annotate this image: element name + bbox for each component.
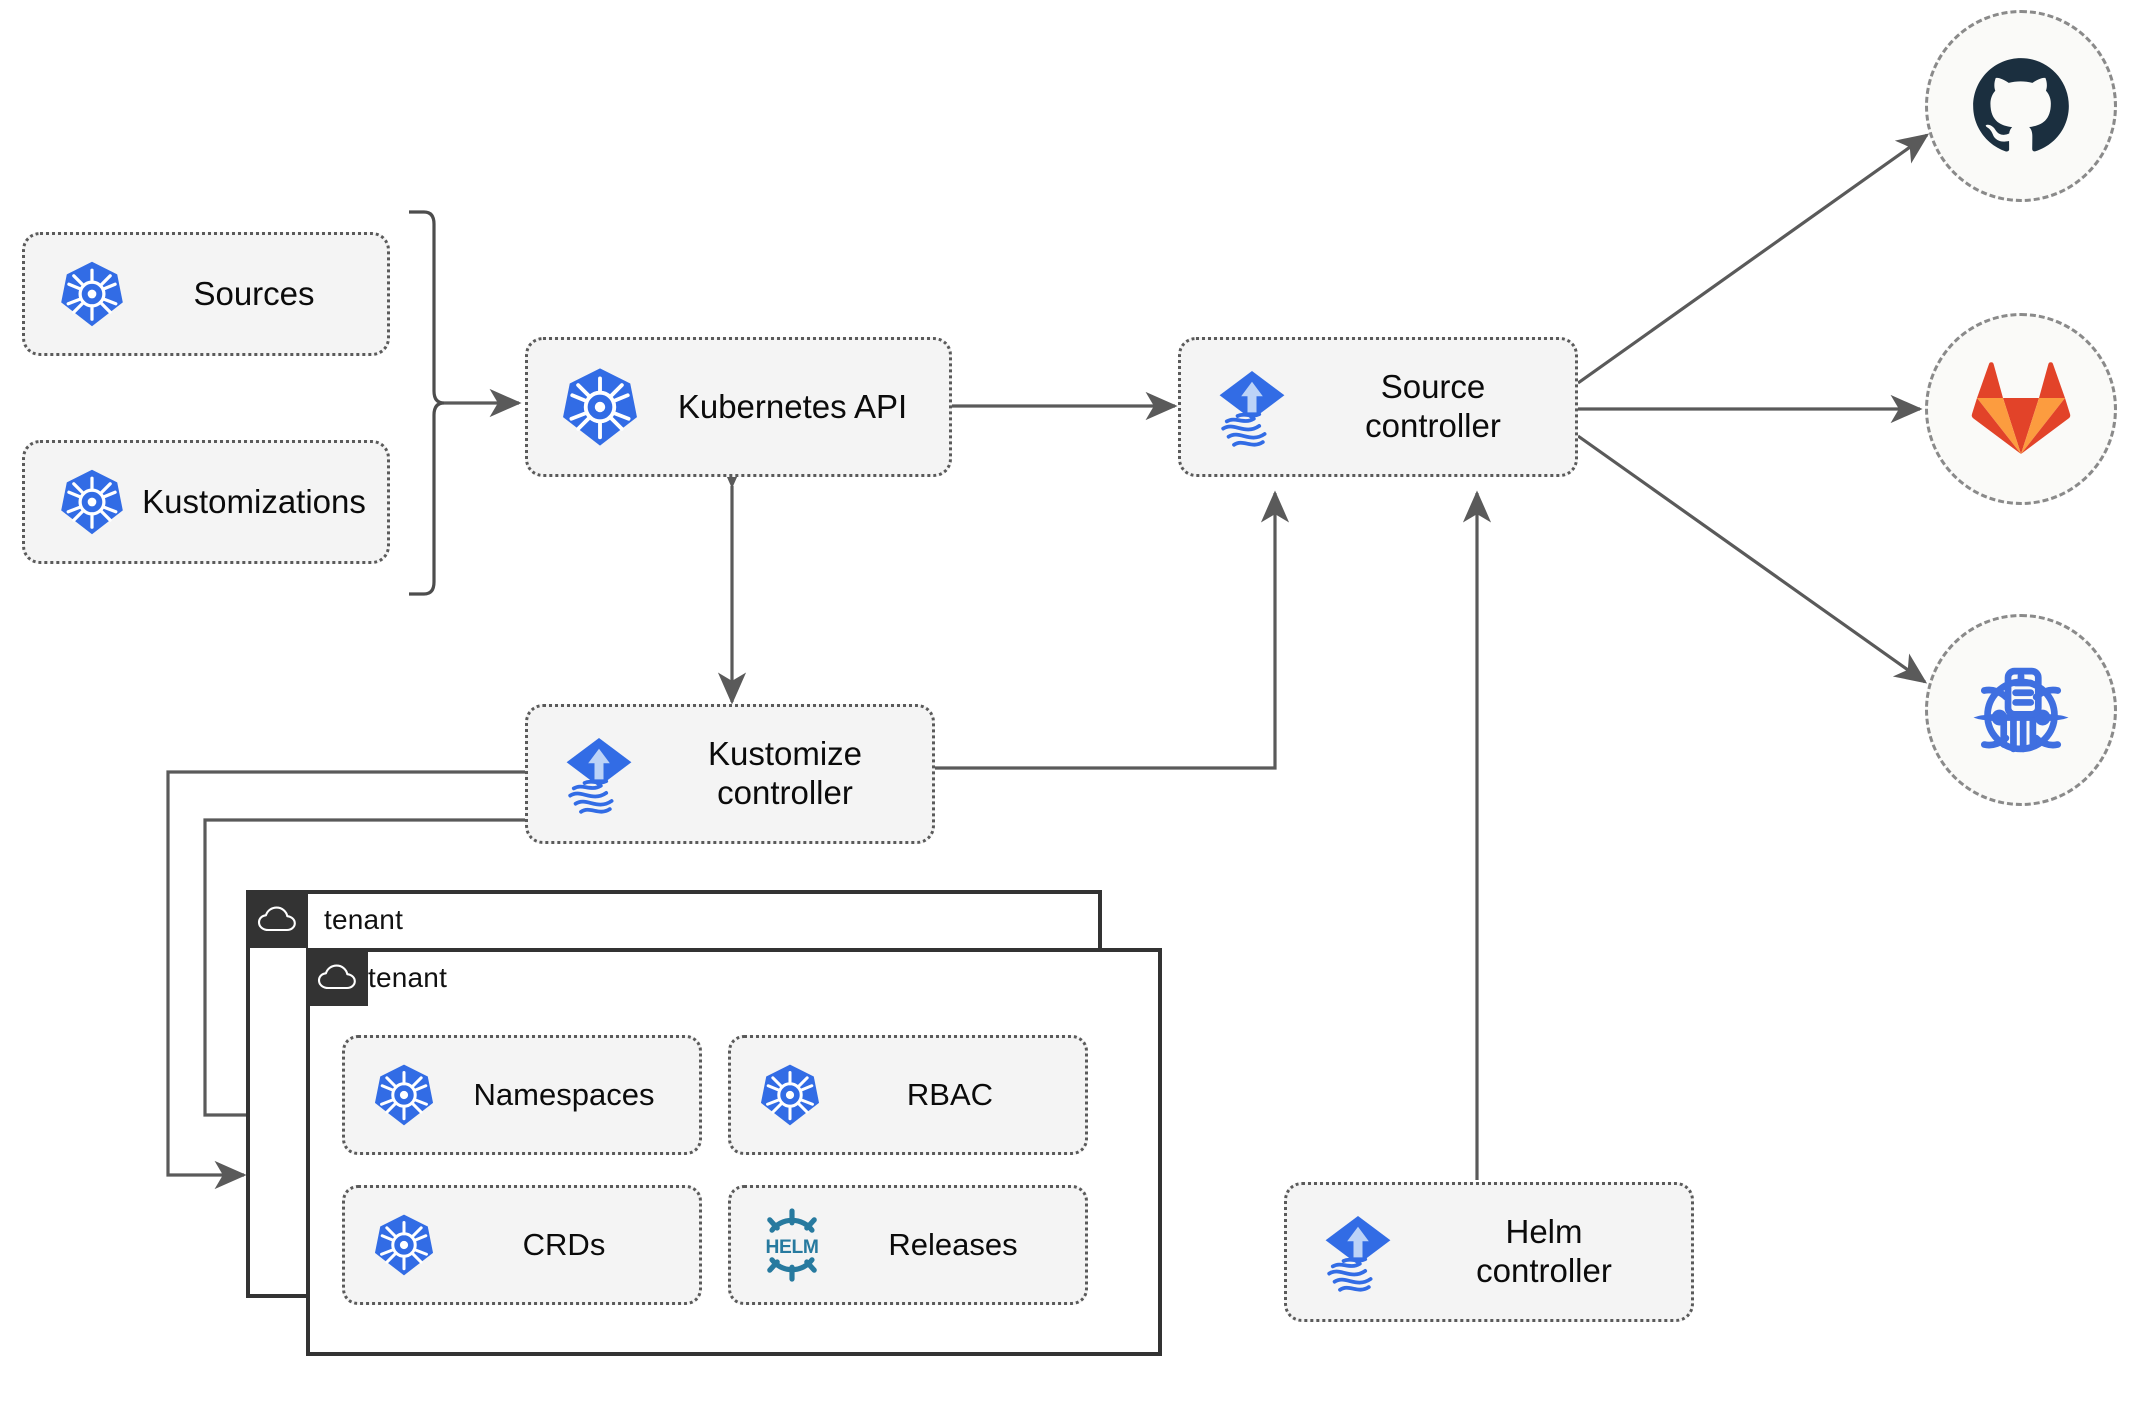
kubernetes-icon [371, 1062, 437, 1128]
tenant-front-tab [306, 948, 368, 1006]
edge-source-to-github [1577, 133, 1930, 385]
flux-icon [554, 729, 644, 819]
tenant-resource-namespaces[interactable]: Namespaces [342, 1035, 702, 1155]
tenant-resource-label: Namespaces [473, 1077, 655, 1112]
inputs-bracket [409, 210, 445, 596]
tenant-resource-label: Releases [888, 1227, 1018, 1262]
input-label: Kustomizations [142, 482, 366, 520]
node-label: Kubernetes API [677, 387, 908, 425]
tenant-resource-releases[interactable]: HELM Releases [728, 1185, 1088, 1305]
tenant-back-tab [246, 890, 308, 948]
input-kustomizations[interactable]: Kustomizations [22, 440, 390, 564]
tenant-front-frame[interactable] [306, 948, 1162, 1356]
input-sources[interactable]: Sources [22, 232, 390, 356]
gitlab-icon [1971, 362, 2071, 454]
artifact-source-helm-repository[interactable] [1925, 614, 2117, 806]
cloud-icon [317, 964, 356, 990]
node-label: Source controller [1365, 368, 1501, 444]
kubernetes-icon [757, 1062, 823, 1128]
flux-icon [1207, 362, 1297, 452]
kubernetes-icon [57, 467, 127, 537]
node-kubernetes-api[interactable]: Kubernetes API [525, 337, 952, 477]
input-label: Sources [193, 274, 315, 312]
tenant-resource-label: RBAC [906, 1077, 994, 1112]
tenant-back-name: tenant [324, 904, 404, 935]
tenant-front-name: tenant [368, 962, 448, 993]
helm-icon: HELM [755, 1208, 829, 1282]
flux-icon [1313, 1207, 1403, 1297]
github-icon [1973, 58, 2069, 152]
edge-kustomize-to-tenant-back [166, 770, 525, 1190]
svg-text:HELM: HELM [765, 1237, 818, 1258]
edge-kustomize-to-source [935, 490, 1290, 770]
helm-repository-icon [1973, 667, 2069, 753]
tenant-resource-crds[interactable]: CRDs [342, 1185, 702, 1305]
node-label: Kustomize controller [707, 735, 863, 811]
kubernetes-icon [57, 259, 127, 329]
artifact-source-gitlab[interactable] [1925, 313, 2117, 505]
node-label: Helm controller [1476, 1213, 1612, 1289]
cloud-icon [257, 906, 296, 932]
edge-source-to-helm-repo [1577, 434, 1928, 684]
tenant-resource-rbac[interactable]: RBAC [728, 1035, 1088, 1155]
artifact-source-github[interactable] [1925, 10, 2117, 202]
node-kustomize-controller[interactable]: Kustomize controller [525, 704, 935, 844]
node-source-controller[interactable]: Source controller [1178, 337, 1578, 477]
tenant-resource-label: CRDs [522, 1227, 606, 1262]
kubernetes-icon [371, 1212, 437, 1278]
node-helm-controller[interactable]: Helm controller [1284, 1182, 1694, 1322]
kubernetes-icon [558, 365, 642, 449]
